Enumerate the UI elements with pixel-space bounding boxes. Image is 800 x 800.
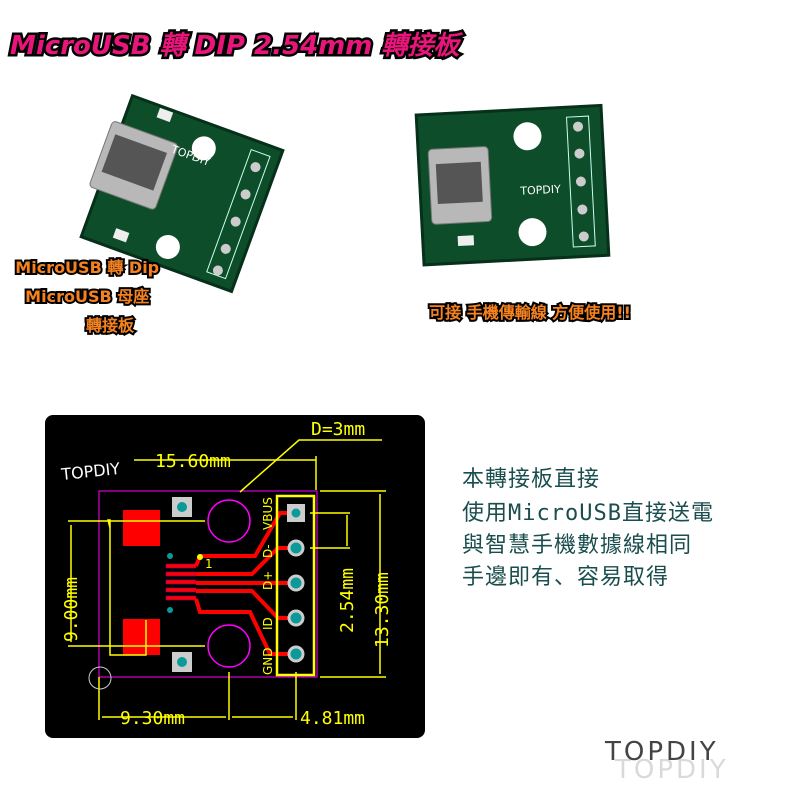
watermark: TOPDIY [604, 737, 719, 767]
photo-right-caption: 可接 手機傳輸線 方便使用!! [429, 303, 631, 322]
pin-label-dplus: D+ [261, 571, 275, 590]
board-brand: TOPDIY [519, 183, 561, 198]
pin1-marker: 1 [205, 557, 213, 571]
pin-label-id: ID [261, 617, 275, 630]
photo-board-left: TOPDIY [79, 93, 285, 294]
pitch-label: 2.54mm [337, 568, 358, 633]
height-label: 9.00mm [61, 577, 82, 642]
width-label: 15.60mm [155, 451, 231, 472]
bottom-right-label: 4.81mm [300, 708, 365, 729]
pcb-dimension-diagram: 1 VBUS D- D+ ID GND TOPDIY [45, 415, 425, 738]
total-height-label: 13.30mm [372, 572, 393, 648]
hole-diameter-label: D=3mm [311, 419, 365, 440]
bottom-left-label: 9.30mm [120, 708, 185, 729]
title: MicroUSB 轉 DIP 2.54mm 轉接板 [10, 31, 463, 61]
photo-left-caption: MicroUSB 轉 Dip MicroUSB 母座 轉接板 [15, 258, 164, 335]
description: 本轉接板直接 使用MicroUSB直接送電 與智慧手機數據線相同 手邊即有、容易… [462, 467, 728, 590]
pin-label-dminus: D- [261, 544, 275, 558]
watermark-reflection: TOPDIY [614, 755, 729, 785]
photo-board-right: TOPDIY [414, 103, 611, 267]
pin-label-vbus: VBUS [261, 497, 275, 530]
pin-label-gnd: GND [261, 647, 275, 675]
